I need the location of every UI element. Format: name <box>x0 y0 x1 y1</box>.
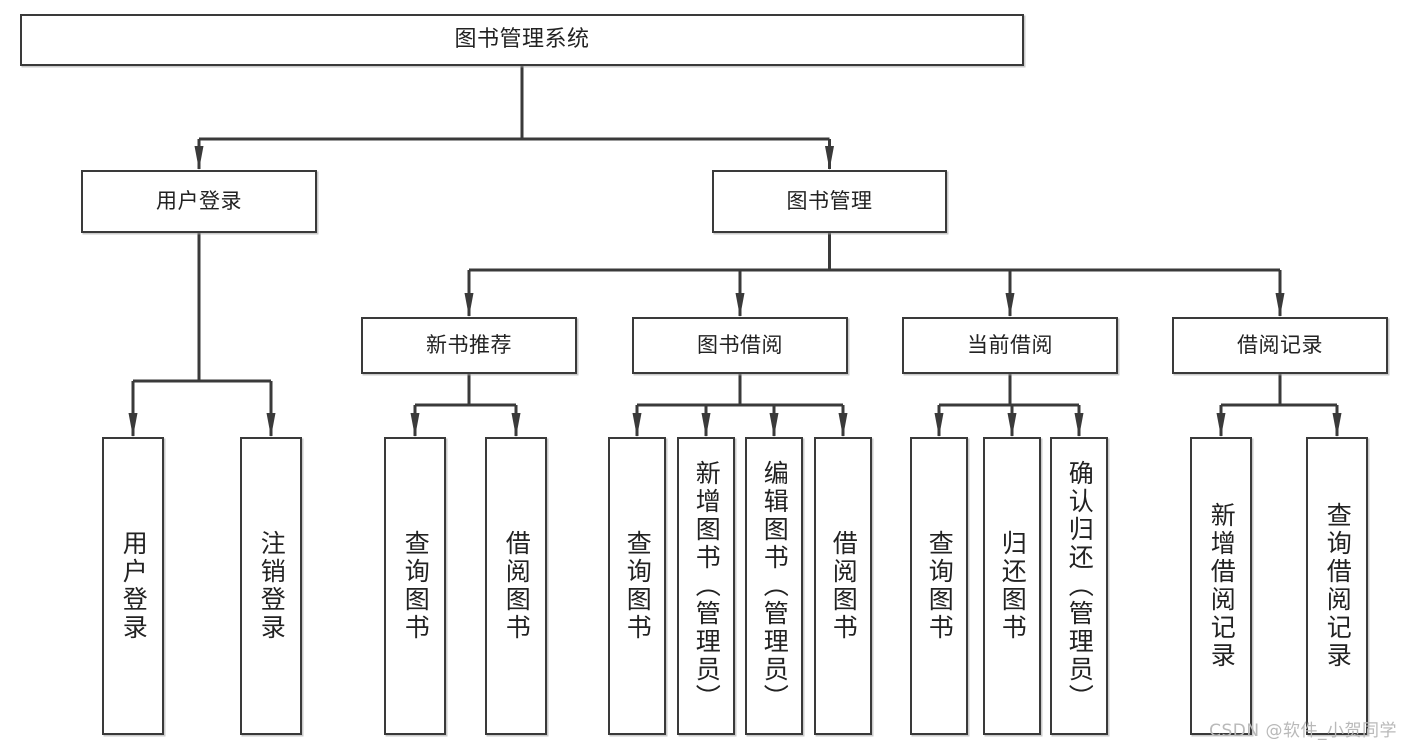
node-leaf-query-book-3[interactable]: 查询图书 <box>910 437 968 735</box>
node-label: 图书管理系统 <box>454 27 590 53</box>
node-label: 编辑图书（管理员） <box>760 460 790 712</box>
node-leaf-query-book-2[interactable]: 查询图书 <box>608 437 666 735</box>
node-label: 查询图书 <box>925 530 955 642</box>
node-borrow-record[interactable]: 借阅记录 <box>1172 317 1388 374</box>
node-label: 查询图书 <box>623 530 653 642</box>
node-leaf-borrow-book-2[interactable]: 借阅图书 <box>814 437 872 735</box>
node-label: 图书借阅 <box>697 333 783 358</box>
node-leaf-confirm-return[interactable]: 确认归还（管理员） <box>1050 437 1108 735</box>
node-label: 用户登录 <box>119 530 149 642</box>
node-label: 当前借阅 <box>967 333 1053 358</box>
node-label: 查询图书 <box>401 530 431 642</box>
node-label: 借阅记录 <box>1237 333 1323 358</box>
node-user-login[interactable]: 用户登录 <box>81 170 317 233</box>
node-leaf-return-book[interactable]: 归还图书 <box>983 437 1041 735</box>
node-leaf-user-login[interactable]: 用户登录 <box>102 437 164 735</box>
node-label: 借阅图书 <box>502 530 532 642</box>
node-leaf-add-record[interactable]: 新增借阅记录 <box>1190 437 1252 735</box>
node-book-manage[interactable]: 图书管理 <box>712 170 947 233</box>
node-label: 图书管理 <box>786 189 873 214</box>
node-current-borrow[interactable]: 当前借阅 <box>902 317 1118 374</box>
node-new-book-recommend[interactable]: 新书推荐 <box>361 317 577 374</box>
node-label: 用户登录 <box>156 189 242 214</box>
node-book-borrow[interactable]: 图书借阅 <box>632 317 848 374</box>
node-label: 归还图书 <box>998 530 1028 642</box>
node-leaf-add-book[interactable]: 新增图书（管理员） <box>677 437 735 735</box>
node-leaf-query-book-1[interactable]: 查询图书 <box>384 437 446 735</box>
node-leaf-user-logout[interactable]: 注销登录 <box>240 437 302 735</box>
node-root-system[interactable]: 图书管理系统 <box>20 14 1024 66</box>
node-leaf-borrow-book-1[interactable]: 借阅图书 <box>485 437 547 735</box>
node-label: 确认归还（管理员） <box>1065 460 1095 712</box>
node-label: 新书推荐 <box>426 333 512 358</box>
node-label: 注销登录 <box>257 530 287 642</box>
node-label: 新增图书（管理员） <box>692 460 722 712</box>
node-leaf-query-record[interactable]: 查询借阅记录 <box>1306 437 1368 735</box>
node-leaf-edit-book[interactable]: 编辑图书（管理员） <box>745 437 803 735</box>
node-label: 新增借阅记录 <box>1207 502 1237 670</box>
node-label: 借阅图书 <box>829 530 859 642</box>
node-label: 查询借阅记录 <box>1323 502 1353 670</box>
